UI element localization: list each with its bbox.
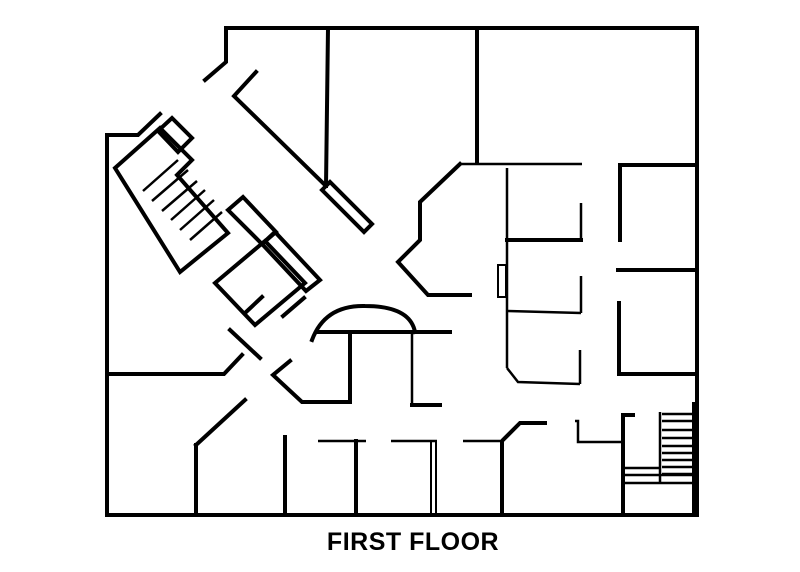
bottom-offices-walls (283, 419, 622, 517)
outer-walls (105, 26, 699, 517)
curved-alcove (309, 303, 452, 407)
office-walls (505, 163, 699, 384)
floor-title: FIRST FLOOR (326, 528, 500, 556)
corridor-walls (105, 294, 352, 517)
top-rooms-walls (231, 25, 582, 235)
reception-walls (395, 161, 581, 386)
rear-staircase (621, 402, 696, 517)
main-staircase (112, 115, 323, 328)
